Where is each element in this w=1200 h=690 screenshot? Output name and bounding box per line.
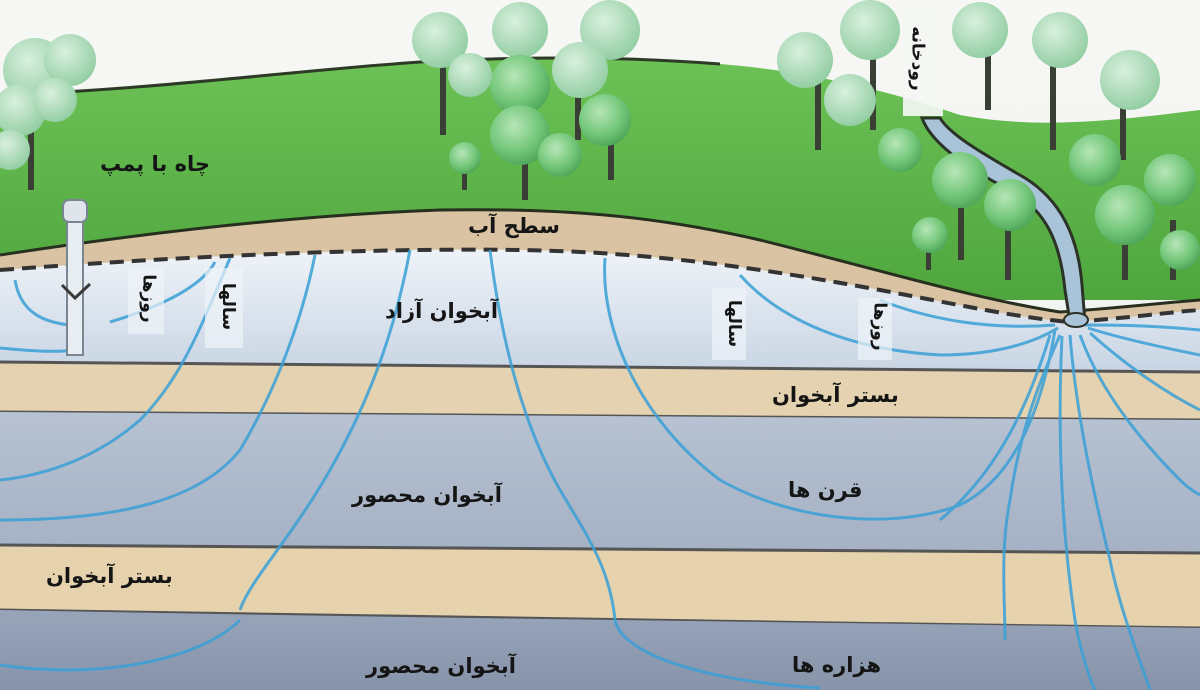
upper-aquitard-label: بستر آبخوان (772, 383, 899, 407)
river-label: رودخانه (907, 26, 928, 91)
unconfined-aquifer-label: آبخوان آزاد (385, 299, 499, 323)
upper-aquitard (0, 362, 1200, 420)
upper-confined-aquifer (0, 412, 1200, 553)
hill-outline (0, 56, 721, 97)
lower-confined-aquifer-label: آبخوان محصور (366, 654, 516, 678)
millennia-label: هزاره ها (792, 653, 882, 677)
centuries-label: قرن ها (788, 478, 863, 502)
pumping-well (60, 199, 92, 356)
trees (0, 0, 1200, 280)
flow-time-years-label-1: سالها (218, 282, 239, 331)
lower-confined-aquifer (0, 610, 1200, 690)
flow-time-days-label-2: روزها (869, 302, 890, 351)
lower-aquitard (0, 545, 1200, 628)
pumping-well-label: چاه با پمپ (100, 152, 211, 176)
river-label-background (903, 4, 943, 116)
lower-aquitard-label: بستر آبخوان (46, 564, 173, 588)
unconfined-aquifer (0, 249, 1200, 372)
upper-confined-aquifer-label: آبخوان محصور (352, 483, 502, 507)
ground-surface-line (0, 208, 1200, 314)
flow-time-years-label-2: سالها (724, 299, 745, 348)
water-table-label: سطح آب (468, 214, 560, 238)
flow-lines (0, 249, 1200, 690)
flow-time-days-label-1: روزها (138, 274, 159, 323)
